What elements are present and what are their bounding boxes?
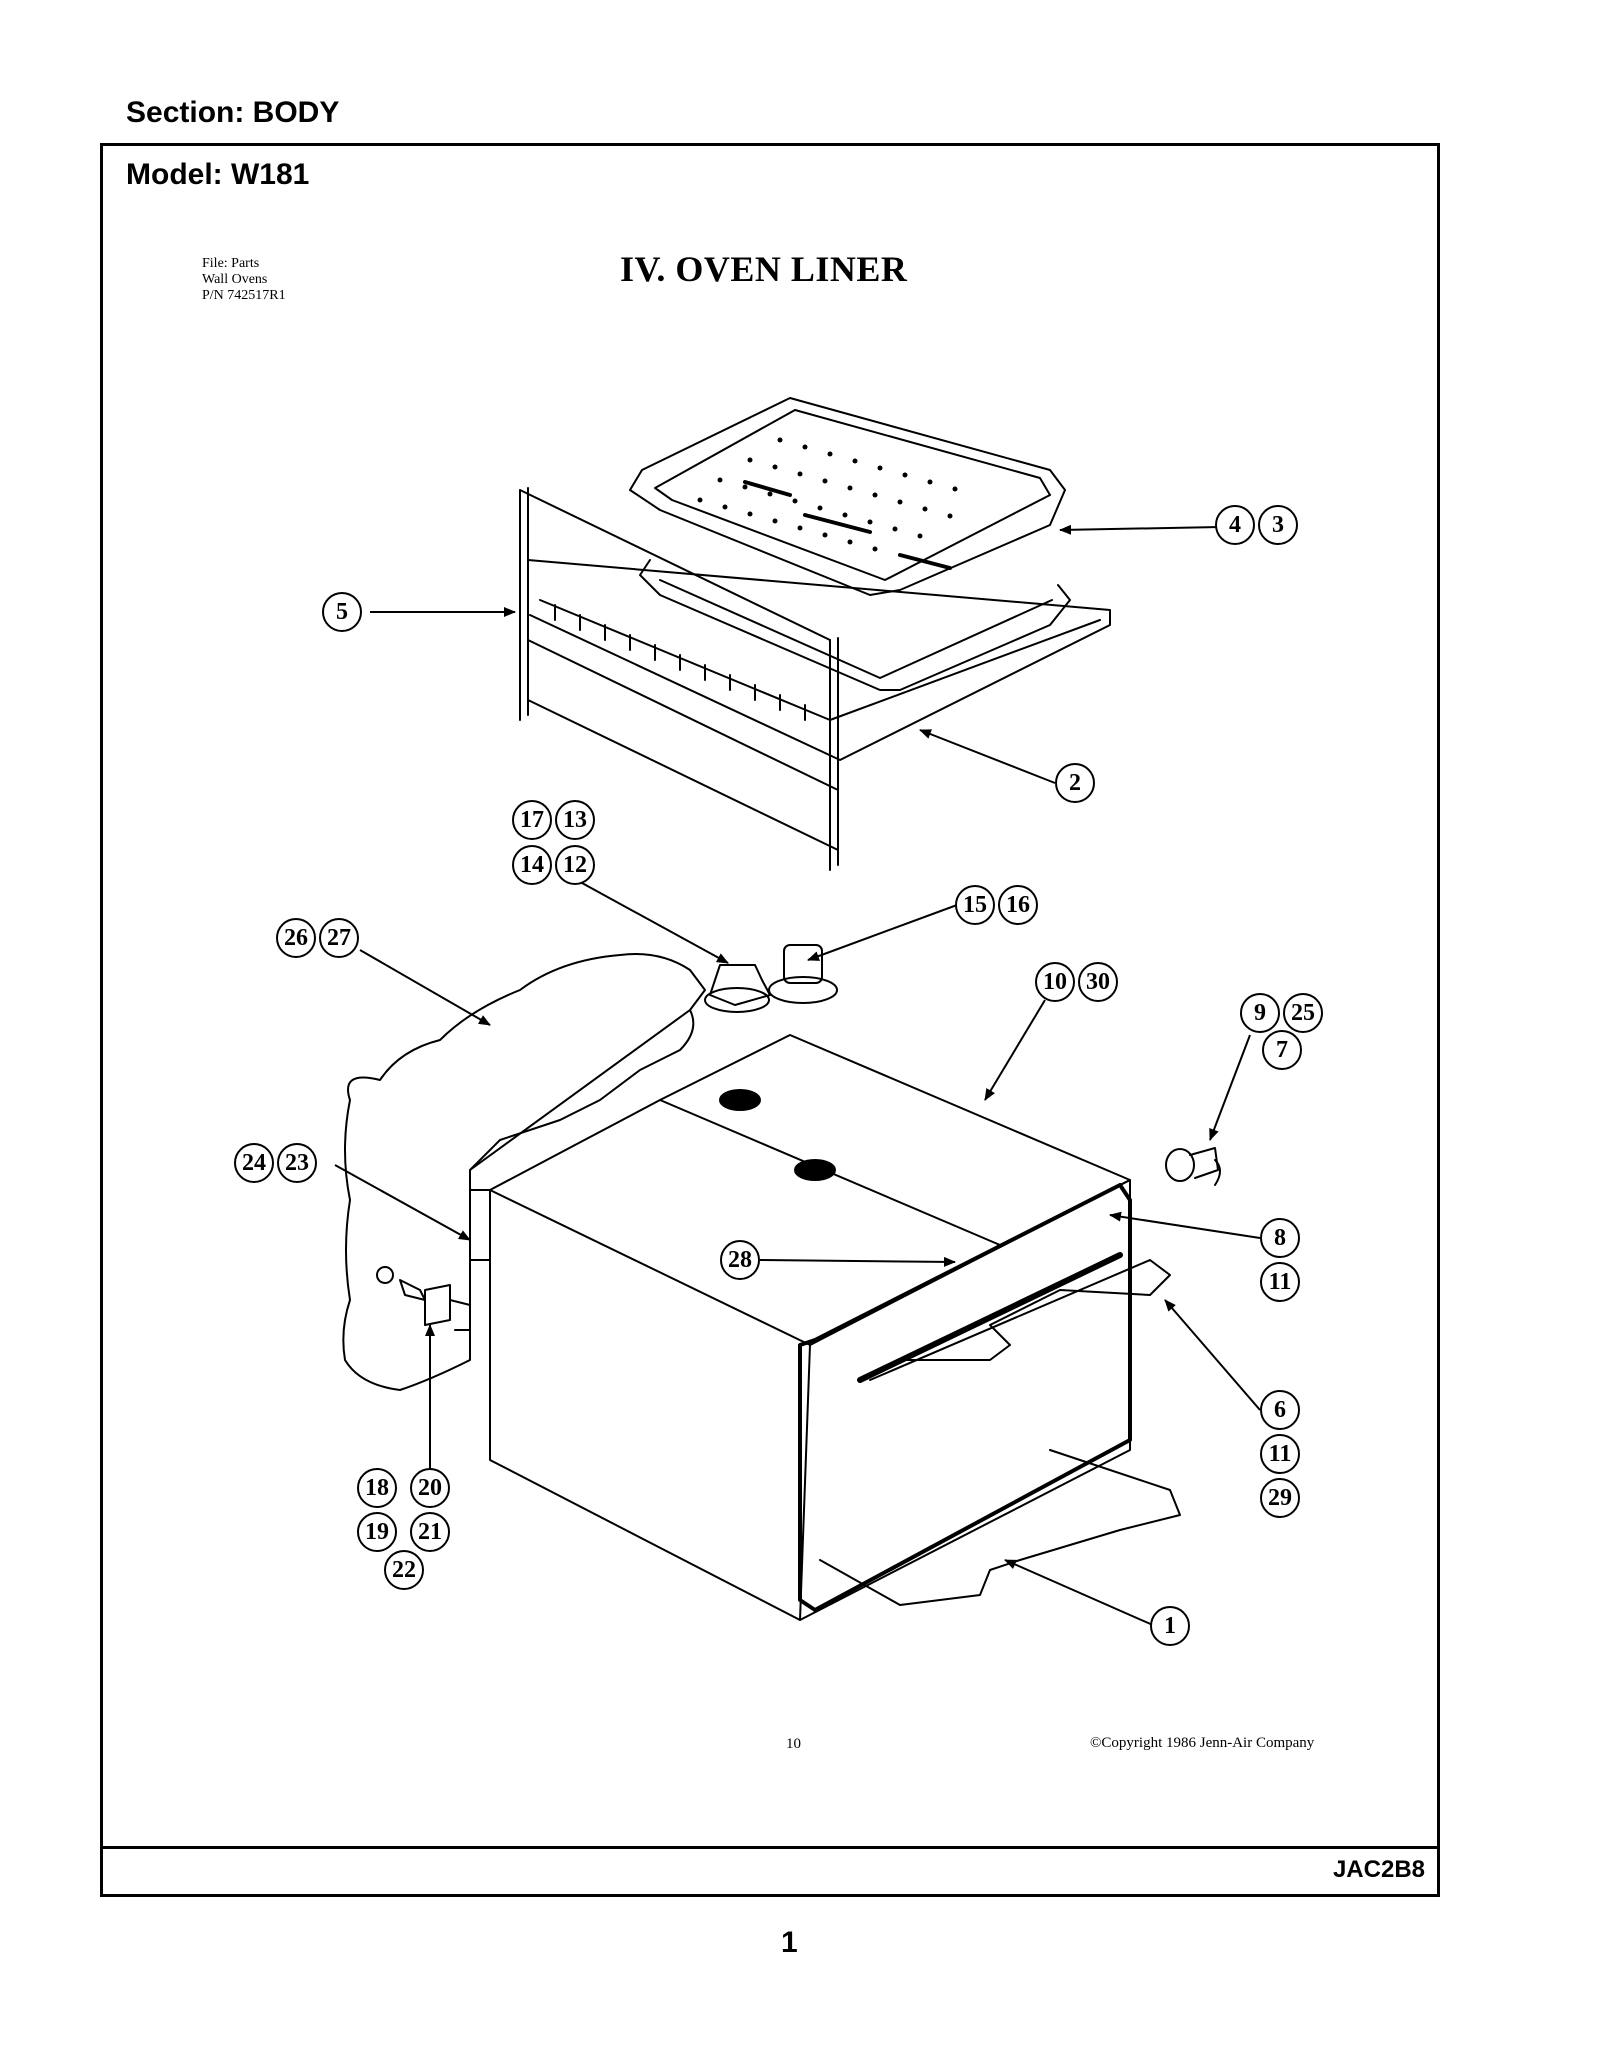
callout-22: 22 — [384, 1550, 424, 1590]
callout-11: 11 — [1260, 1262, 1300, 1302]
hardware-drawing — [376, 1266, 471, 1331]
insulation-drawing — [342, 953, 706, 1391]
part-number-line: P/N 742517R1 — [202, 288, 286, 303]
file-info: File: Parts Wall Ovens P/N 742517R1 — [202, 256, 286, 304]
broiler-pan-drawing — [629, 397, 1071, 691]
callout-14: 14 — [512, 845, 552, 885]
diagram-title: IV. OVEN LINER — [620, 249, 908, 289]
copyright-notice: ©Copyright 1986 Jenn-Air Company — [1090, 1735, 1315, 1751]
callout-12: 12 — [555, 845, 595, 885]
footer-divider — [100, 1846, 1440, 1849]
callout-15: 15 — [955, 885, 995, 925]
callout-26: 26 — [276, 918, 316, 958]
callout-27: 27 — [319, 918, 359, 958]
callout-6: 6 — [1260, 1390, 1300, 1430]
callout-5: 5 — [322, 592, 362, 632]
callout-29: 29 — [1260, 1478, 1300, 1518]
page-number: 1 — [781, 1926, 798, 1959]
callout-8: 8 — [1260, 1218, 1300, 1258]
callout-3: 3 — [1258, 505, 1298, 545]
callout-24: 24 — [234, 1143, 274, 1183]
grommet-drawings — [704, 944, 838, 1013]
callout-17: 17 — [512, 800, 552, 840]
callout-20: 20 — [410, 1468, 450, 1508]
callout-23: 23 — [277, 1143, 317, 1183]
callout-1: 1 — [1150, 1606, 1190, 1646]
callout-2: 2 — [1055, 763, 1095, 803]
callout-19: 19 — [357, 1512, 397, 1552]
callout-16: 16 — [998, 885, 1038, 925]
callout-9: 9 — [1240, 993, 1280, 1033]
callout-4: 4 — [1215, 505, 1255, 545]
callout-28: 28 — [720, 1240, 760, 1280]
callout-11: 11 — [1260, 1434, 1300, 1474]
callout-18: 18 — [357, 1468, 397, 1508]
callout-21: 21 — [410, 1512, 450, 1552]
oven-rack-drawing — [519, 487, 1111, 871]
heating-element-drawings — [819, 1252, 1181, 1606]
callout-13: 13 — [555, 800, 595, 840]
diagram-frame — [100, 143, 1440, 1897]
file-line: File: Parts — [202, 256, 260, 271]
section-title: Section: BODY — [126, 96, 340, 129]
oven-liner-box-drawing — [469, 1034, 1132, 1621]
document-code: JAC2B8 — [1332, 1856, 1425, 1883]
model-title: Model: W181 — [126, 158, 310, 191]
callout-10: 10 — [1035, 962, 1075, 1002]
file-line: Wall Ovens — [202, 272, 268, 287]
callout-30: 30 — [1078, 962, 1118, 1002]
inner-page-number: 10 — [786, 1736, 801, 1752]
callout-7: 7 — [1262, 1030, 1302, 1070]
light-socket-drawing — [1165, 1147, 1221, 1186]
callout-25: 25 — [1283, 993, 1323, 1033]
